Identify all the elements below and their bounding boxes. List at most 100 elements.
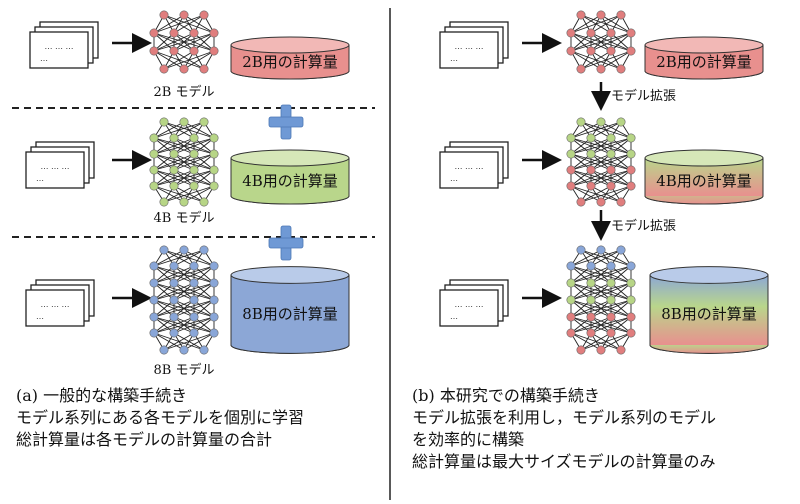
right-caption-title: (b) 本研究での構築手続き [412, 386, 600, 405]
document-page [439, 151, 499, 189]
network-node [189, 133, 199, 143]
network-node [209, 133, 219, 143]
document-text: … [450, 312, 458, 321]
document-text: … … … [44, 42, 73, 51]
compute-label: 8B用の計算量 [242, 305, 338, 323]
network-node [606, 278, 616, 288]
network-node [576, 245, 586, 255]
network-edge [580, 185, 612, 203]
network-node [199, 345, 209, 355]
network-edge [183, 50, 215, 70]
left-caption: (a) 一般的な構築手続き モデル系列にある各モデルを個別に学習 総計算量は各モ… [16, 385, 304, 451]
network-node [596, 64, 606, 74]
network-edge [183, 332, 215, 351]
network-edge [600, 50, 632, 70]
network-edge [580, 332, 612, 351]
cylinder-top [230, 149, 350, 167]
document-stack-icon: … … …… [439, 141, 509, 189]
network-edge [570, 316, 612, 334]
expand-label: モデル拡張 [611, 88, 676, 104]
document-stack-icon: … … …… [25, 141, 95, 189]
network-edge [570, 316, 632, 334]
document-page [25, 151, 85, 189]
network-node [189, 46, 199, 56]
network-node [209, 312, 219, 322]
network-node [209, 181, 219, 191]
network-node [606, 133, 616, 143]
network-node [586, 295, 596, 305]
cylinder-top [230, 36, 350, 54]
network-node [626, 295, 636, 305]
network-node [586, 149, 596, 159]
network-node [586, 46, 596, 56]
cylinder-top [644, 36, 764, 54]
network-edge [153, 153, 215, 171]
network-node [209, 278, 219, 288]
network-edge [183, 185, 215, 203]
cylinder-top [644, 149, 764, 167]
network-node [169, 133, 179, 143]
network-edge [600, 185, 632, 203]
network-edge [163, 50, 215, 70]
network-node [199, 197, 209, 207]
network-node [566, 165, 576, 175]
document-page [25, 289, 85, 327]
network-edge [590, 169, 632, 187]
network-node [209, 28, 219, 38]
network-node [149, 278, 159, 288]
network-edge [173, 299, 215, 318]
document-stack-icon: … … …… [25, 279, 95, 327]
network-node [566, 295, 576, 305]
network-node [626, 181, 636, 191]
network-node [209, 261, 219, 271]
network-edge [570, 121, 602, 139]
neural-network-icon [566, 10, 636, 74]
compute-cylinder: 4B用の計算量 [644, 149, 764, 205]
network-edge [173, 249, 205, 267]
network-node [159, 10, 169, 20]
network-edge [153, 169, 195, 187]
network-node [209, 149, 219, 159]
network-node [199, 64, 209, 74]
network-node [209, 295, 219, 305]
network-edge [570, 282, 612, 301]
plus-icon [268, 104, 304, 140]
network-node [189, 28, 199, 38]
network-node [209, 46, 219, 56]
network-edge [173, 137, 215, 155]
network-node [169, 46, 179, 56]
network-node [606, 181, 616, 191]
network-node [199, 10, 209, 20]
network-edge [590, 121, 622, 139]
network-edge [153, 299, 195, 318]
model-label: 2B モデル [154, 84, 215, 100]
network-edge [590, 299, 632, 318]
network-node [189, 278, 199, 288]
network-edge [153, 32, 215, 52]
plus-icon [268, 225, 304, 261]
network-edge [570, 169, 612, 187]
document-text: … … … [454, 162, 483, 171]
network-edge [590, 265, 632, 284]
network-edge [163, 332, 215, 351]
network-node [189, 181, 199, 191]
network-node [149, 165, 159, 175]
left-caption-line: 総計算量は各モデルの計算量の合計 [16, 430, 273, 449]
compute-label: 4B用の計算量 [656, 172, 752, 190]
network-node [626, 328, 636, 338]
network-edge [570, 299, 612, 318]
network-node [576, 10, 586, 20]
network-node [626, 261, 636, 271]
expand-label: モデル拡張 [611, 218, 676, 234]
network-edge [570, 14, 622, 34]
network-edge [570, 32, 612, 52]
network-edge [163, 332, 195, 351]
network-node [616, 117, 626, 127]
network-edge [570, 249, 622, 267]
network-node [169, 165, 179, 175]
network-node [179, 64, 189, 74]
network-edge [570, 299, 632, 318]
network-edge [173, 265, 215, 284]
network-edge [153, 282, 215, 301]
network-edge [153, 137, 195, 155]
